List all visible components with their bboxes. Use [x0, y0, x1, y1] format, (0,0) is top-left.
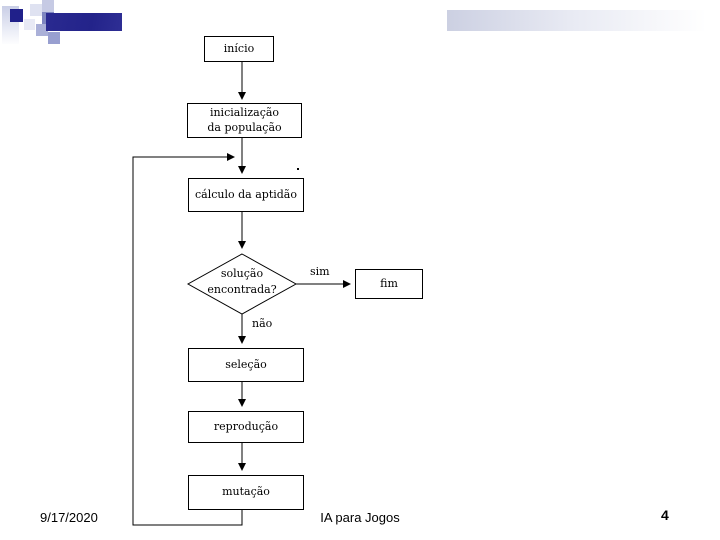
decor-square-medium-1 — [36, 24, 48, 36]
node-mutation: mutação — [188, 475, 304, 510]
footer-page-number: 4 — [661, 507, 669, 523]
decor-square-lavender — [42, 0, 54, 12]
decision-diamond-shape — [186, 253, 298, 315]
edge-mutation-loop-to-fitness — [132, 153, 243, 526]
node-init-population: inicialização da população — [187, 103, 302, 138]
stray-dot — [297, 168, 299, 170]
decor-square-medium-2 — [48, 32, 60, 44]
node-fitness: cálculo da aptidão — [188, 178, 304, 212]
node-selection: seleção — [188, 348, 304, 382]
node-reproduction: reprodução — [188, 411, 304, 443]
node-end: fim — [355, 269, 423, 299]
edge-label-no: não — [251, 317, 274, 330]
decor-navy-bar — [46, 13, 122, 31]
node-decision-label: solução encontrada? — [207, 267, 277, 296]
decor-square-pale-2 — [24, 19, 35, 30]
decor-square-pale-1 — [30, 4, 42, 16]
footer-course-title: IA para Jogos — [320, 510, 400, 525]
node-start: início — [204, 36, 274, 62]
edge-label-yes: sim — [309, 265, 331, 278]
decor-top-right-bar — [447, 10, 720, 31]
decor-square-navy — [10, 9, 23, 22]
footer-date: 9/17/2020 — [40, 510, 98, 525]
